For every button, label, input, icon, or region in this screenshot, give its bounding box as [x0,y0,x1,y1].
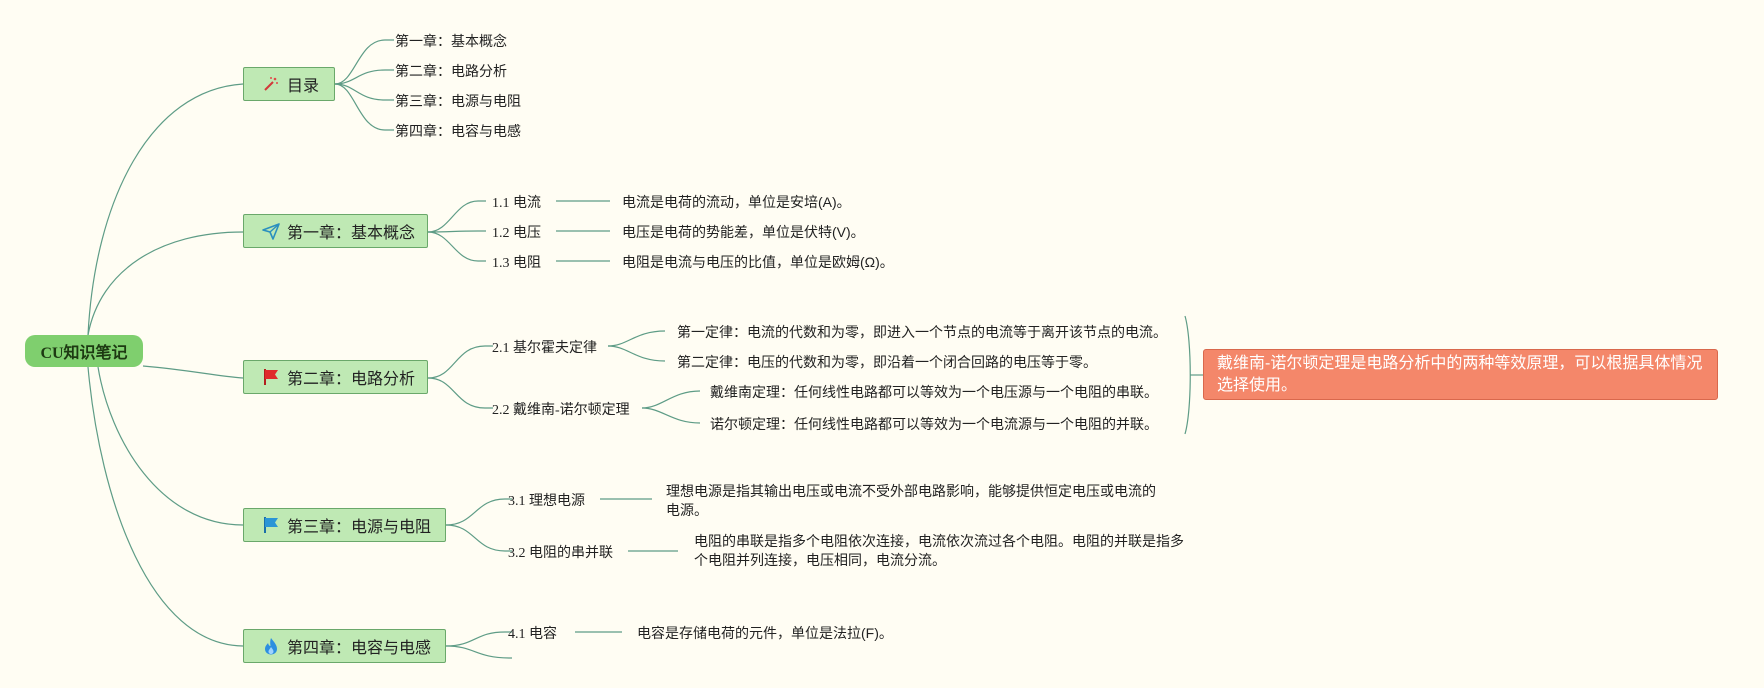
link-root-toc [87,83,244,336]
topic-3-2[interactable]: 3.2 电阻的串并联 [508,546,613,561]
toc-label: 目录 [287,78,320,95]
link-root-ch3 [97,366,244,526]
toc-item[interactable]: 第二章：电路分析 [395,63,507,79]
topic-2-1-detail: 第一定律：电流的代数和为零，即进入一个节点的电流等于离开该节点的电流。 [677,324,1167,340]
topic-2-2-detail: 诺尔顿定理：任何线性电路都可以等效为一个电流源与一个电阻的并联。 [710,416,1158,432]
chapter-2-node[interactable]: 第二章：电路分析 [243,360,428,394]
chapter-1-label: 第一章：基本概念 [287,225,416,242]
link-root-ch1 [87,231,244,336]
magic-wand-icon [262,75,280,93]
chapter-1-node[interactable]: 第一章：基本概念 [243,214,428,248]
topic-3-1[interactable]: 3.1 理想电源 [508,494,585,509]
toc-item[interactable]: 第一章：基本概念 [395,33,507,49]
flame-icon [262,637,280,655]
chapter-4-label: 第四章：电容与电感 [287,640,432,657]
link-root-ch2 [142,365,244,379]
red-flag-icon [262,368,280,386]
topic-1-3[interactable]: 1.3 电阻 [492,256,541,271]
toc-item[interactable]: 第四章：电容与电感 [395,123,521,139]
paper-plane-icon [262,222,280,240]
topic-3-1-desc: 理想电源是指其输出电压或电流不受外部电路影响，能够提供恒定电压或电流的电源。 [666,483,1156,518]
topic-2-2-detail: 戴维南定理：任何线性电路都可以等效为一个电压源与一个电阻的串联。 [710,384,1158,400]
chapter-4-node[interactable]: 第四章：电容与电感 [243,629,446,663]
topic-2-1[interactable]: 2.1 基尔霍夫定律 [492,341,597,356]
chapter-3-label: 第三章：电源与电阻 [287,519,432,536]
summary-callout[interactable]: 戴维南-诺尔顿定理是电路分析中的两种等效原理，可以根据具体情况选择使用。 [1203,349,1718,400]
topic-1-2-desc: 电压是电荷的势能差，单位是伏特(V)。 [622,224,865,240]
root-label: CU知识笔记 [40,345,128,362]
blue-flag-icon [262,516,280,534]
root-node[interactable]: CU知识笔记 [25,335,143,367]
chapter-2-label: 第二章：电路分析 [287,371,416,388]
toc-item[interactable]: 第三章：电源与电阻 [395,93,521,109]
chapter-3-node[interactable]: 第三章：电源与电阻 [243,508,446,542]
link-root-ch4 [87,366,244,647]
topic-1-1[interactable]: 1.1 电流 [492,196,541,211]
topic-1-3-desc: 电阻是电流与电压的比值，单位是欧姆(Ω)。 [622,254,894,270]
topic-1-2[interactable]: 1.2 电压 [492,226,541,241]
topic-1-1-desc: 电流是电荷的流动，单位是安培(A)。 [622,194,851,210]
topic-4-1[interactable]: 4.1 电容 [508,627,557,642]
topic-4-1-desc: 电容是存储电荷的元件，单位是法拉(F)。 [637,625,893,641]
toc-node[interactable]: 目录 [243,67,335,101]
topic-3-2-desc: 电阻的串联是指多个电阻依次连接，电流依次流过各个电阻。电阻的并联是指多个电阻并列… [694,533,1184,568]
topic-2-2[interactable]: 2.2 戴维南-诺尔顿定理 [492,403,630,418]
topic-2-1-detail: 第二定律：电压的代数和为零，即沿着一个闭合回路的电压等于零。 [677,354,1097,370]
